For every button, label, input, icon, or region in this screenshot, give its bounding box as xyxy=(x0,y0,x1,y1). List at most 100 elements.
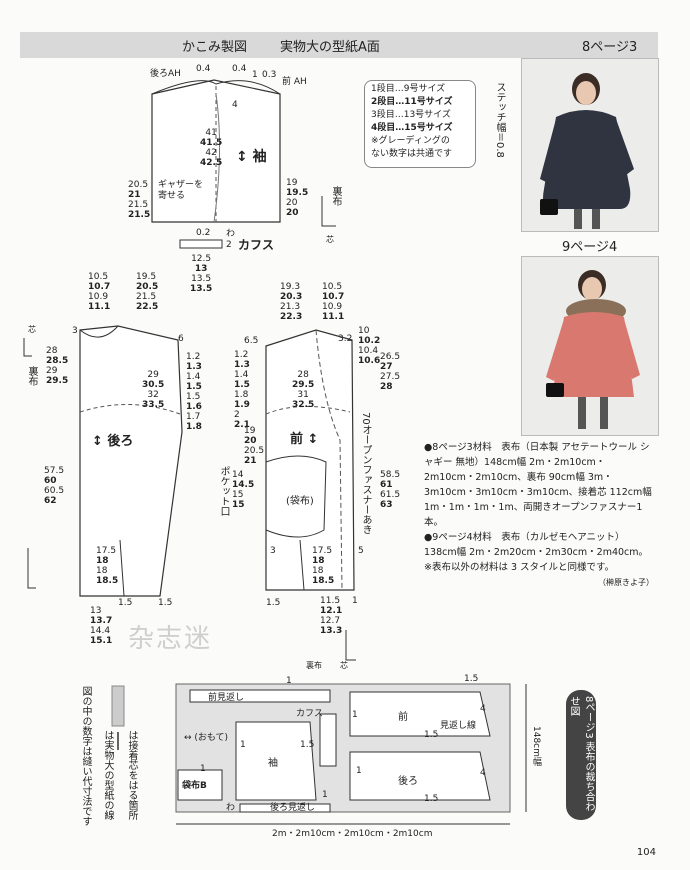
back-mid-3: 32 xyxy=(147,390,159,400)
header-left-title: かこみ製図 xyxy=(182,40,248,55)
back-mid-4: 33.5 xyxy=(142,400,165,410)
sleeve-left-4: 21.5 xyxy=(128,210,151,220)
back-top2-1: 19.5 xyxy=(136,272,157,282)
front-shin: 芯 xyxy=(340,661,348,670)
layout-num-8: 1.5 xyxy=(300,740,315,750)
back-top-4: 11.1 xyxy=(88,302,111,312)
back-top2-2: 20.5 xyxy=(136,282,159,292)
sleeve-length-3: 42 xyxy=(205,148,217,158)
back-length-2: 60 xyxy=(44,476,57,486)
front-left-nums: 1.2 1.3 1.4 1.5 1.8 1.9 2 2.1 xyxy=(234,350,250,430)
layout-title: 8ページ3 表布の裁ち合わせ図 xyxy=(566,690,596,820)
front-length-1: 58.5 xyxy=(380,470,401,480)
back-left-nums: 28 28.5 29 29.5 xyxy=(46,346,68,386)
sleeve-left-nums: 20.5 21 21.5 21.5 xyxy=(128,180,150,220)
layout-sleeve: 袖 xyxy=(268,758,278,769)
back-mid-nums: 29 30.5 32 33.5 xyxy=(142,370,164,410)
back-label-text: 後ろ xyxy=(107,434,134,449)
front-top-4: 22.3 xyxy=(280,312,303,322)
watermark: 杂志迷 xyxy=(128,624,213,654)
front-top2-3: 10.9 xyxy=(322,302,343,312)
front-top2-4: 11.1 xyxy=(322,312,345,322)
front-mid-3: 31 xyxy=(297,390,309,400)
size-line-2: 2段目…11号サイズ xyxy=(371,97,453,107)
back-top-2: 10.7 xyxy=(88,282,111,292)
front-hem-4: 18.5 xyxy=(312,576,335,586)
back-left-3: 29 xyxy=(46,366,58,376)
front-top2-2: 10.7 xyxy=(322,292,345,302)
materials-p8: ●8ページ3材料 表布（日本製 アセテートウール シャギー 無地）148cm幅 … xyxy=(424,442,652,528)
page-number: 104 xyxy=(636,847,656,858)
front-seam-bottom-2: 1 xyxy=(352,596,358,606)
front-top2-1: 10.5 xyxy=(322,282,343,292)
sleeve-right-1: 19 xyxy=(286,178,298,188)
front-zipper-note: 70オープンファスナーあき xyxy=(360,412,371,535)
front-side-4: 21 xyxy=(244,456,257,466)
layout-num-2: 1 xyxy=(352,710,358,720)
back-right-8: 1.8 xyxy=(186,422,202,432)
sleeve-wa: わ xyxy=(226,229,236,239)
cuff-bottom-nums: 12.5 13 13.5 13.5 xyxy=(190,254,212,294)
front-right-nums: 10 10.2 10.4 10.6 xyxy=(358,326,380,366)
back-left-1: 28 xyxy=(46,346,58,356)
layout-width-label: 2m・2m10cm・2m10cm・2m10cm xyxy=(272,829,433,839)
layout-num-9: 1 xyxy=(240,740,246,750)
materials-text: ●8ページ3材料 表布（日本製 アセテートウール シャギー 無地）148cm幅 … xyxy=(424,440,654,590)
layout-num-5: 4 xyxy=(480,704,486,714)
front-left-5: 1.8 xyxy=(234,390,249,400)
front-top-nums: 19.3 20.3 21.3 22.3 xyxy=(280,282,302,322)
front-mid-4: 32.5 xyxy=(292,400,315,410)
back-left-2: 28.5 xyxy=(46,356,69,366)
model-1-illustration xyxy=(540,73,634,229)
sleeve-right-4: 20 xyxy=(286,208,299,218)
back-seam-3: 3 xyxy=(72,326,78,336)
layout-num-4: 1.5 xyxy=(424,730,439,740)
header-right-title: 8ページ3 xyxy=(582,40,638,55)
sleeve-top-num-2: 0.4 xyxy=(232,64,247,74)
back-hem-1: 17.5 xyxy=(96,546,117,556)
header-center-title: 実物大の型紙A面 xyxy=(280,40,380,55)
back-top-1: 10.5 xyxy=(88,272,109,282)
layout-omote: ↔ (おもて) xyxy=(184,733,229,743)
legend-seam-allowance: 図の中の数字は縫い代寸法です xyxy=(80,686,91,826)
back-length-nums: 57.5 60 60.5 62 xyxy=(44,466,64,506)
front-hem-nums: 17.5 18 18 18.5 xyxy=(312,546,334,586)
front-left-7: 2 xyxy=(234,410,240,420)
front-right2-3: 27.5 xyxy=(380,372,401,382)
sleeve-gather-1: ギャザーを xyxy=(158,180,204,190)
front-hem-1: 17.5 xyxy=(312,546,333,556)
front-left-1: 1.2 xyxy=(234,350,249,360)
sleeve-right-2: 19.5 xyxy=(286,188,309,198)
back-top-nums: 10.5 10.7 10.9 11.1 xyxy=(88,272,110,312)
front-right-1: 10 xyxy=(358,326,370,336)
sleeve-top-num-1: 0.4 xyxy=(196,64,211,74)
back-hem-3: 18 xyxy=(96,566,108,576)
back-top2-4: 22.5 xyxy=(136,302,159,312)
back-length-4: 62 xyxy=(44,496,57,506)
size-line-3: 3段目…13号サイズ xyxy=(371,110,451,120)
front-pocket-label: ポケット口 xyxy=(218,466,229,516)
sleeve-length-4: 42.5 xyxy=(200,158,223,168)
front-bottom-1: 11.5 xyxy=(320,596,341,606)
front-label: 前 ↕ xyxy=(290,432,319,447)
back-bottom-4: 15.1 xyxy=(90,636,113,646)
cuff-bottom-1: 12.5 xyxy=(191,254,212,264)
front-bottom-nums: 11.5 12.1 12.7 13.3 xyxy=(320,596,342,636)
back-right-1: 1.2 xyxy=(186,352,201,362)
back-length-3: 60.5 xyxy=(44,486,65,496)
front-left-6: 1.9 xyxy=(234,400,250,410)
layout-front-facing: 前見返し xyxy=(208,693,245,703)
back-seam-bottom-2: 1.5 xyxy=(158,598,173,608)
sleeve-label: ↕ 袖 xyxy=(236,149,267,165)
front-right2-4: 28 xyxy=(380,382,393,392)
back-right-5: 1.5 xyxy=(186,392,201,402)
sleeve-left-2: 21 xyxy=(128,190,141,200)
layout-num-11: 1 xyxy=(200,764,206,774)
sleeve-length-2: 41.5 xyxy=(200,138,223,148)
front-bag-label: (袋布) xyxy=(286,496,314,507)
front-seam-65: 6.5 xyxy=(244,336,259,346)
layout-num-1: 1 xyxy=(286,676,292,686)
back-right-nums: 1.2 1.3 1.4 1.5 1.5 1.6 1.7 1.8 xyxy=(186,352,202,432)
front-top-nums-2: 10.5 10.7 10.9 11.1 xyxy=(322,282,344,322)
back-left-4: 29.5 xyxy=(46,376,69,386)
